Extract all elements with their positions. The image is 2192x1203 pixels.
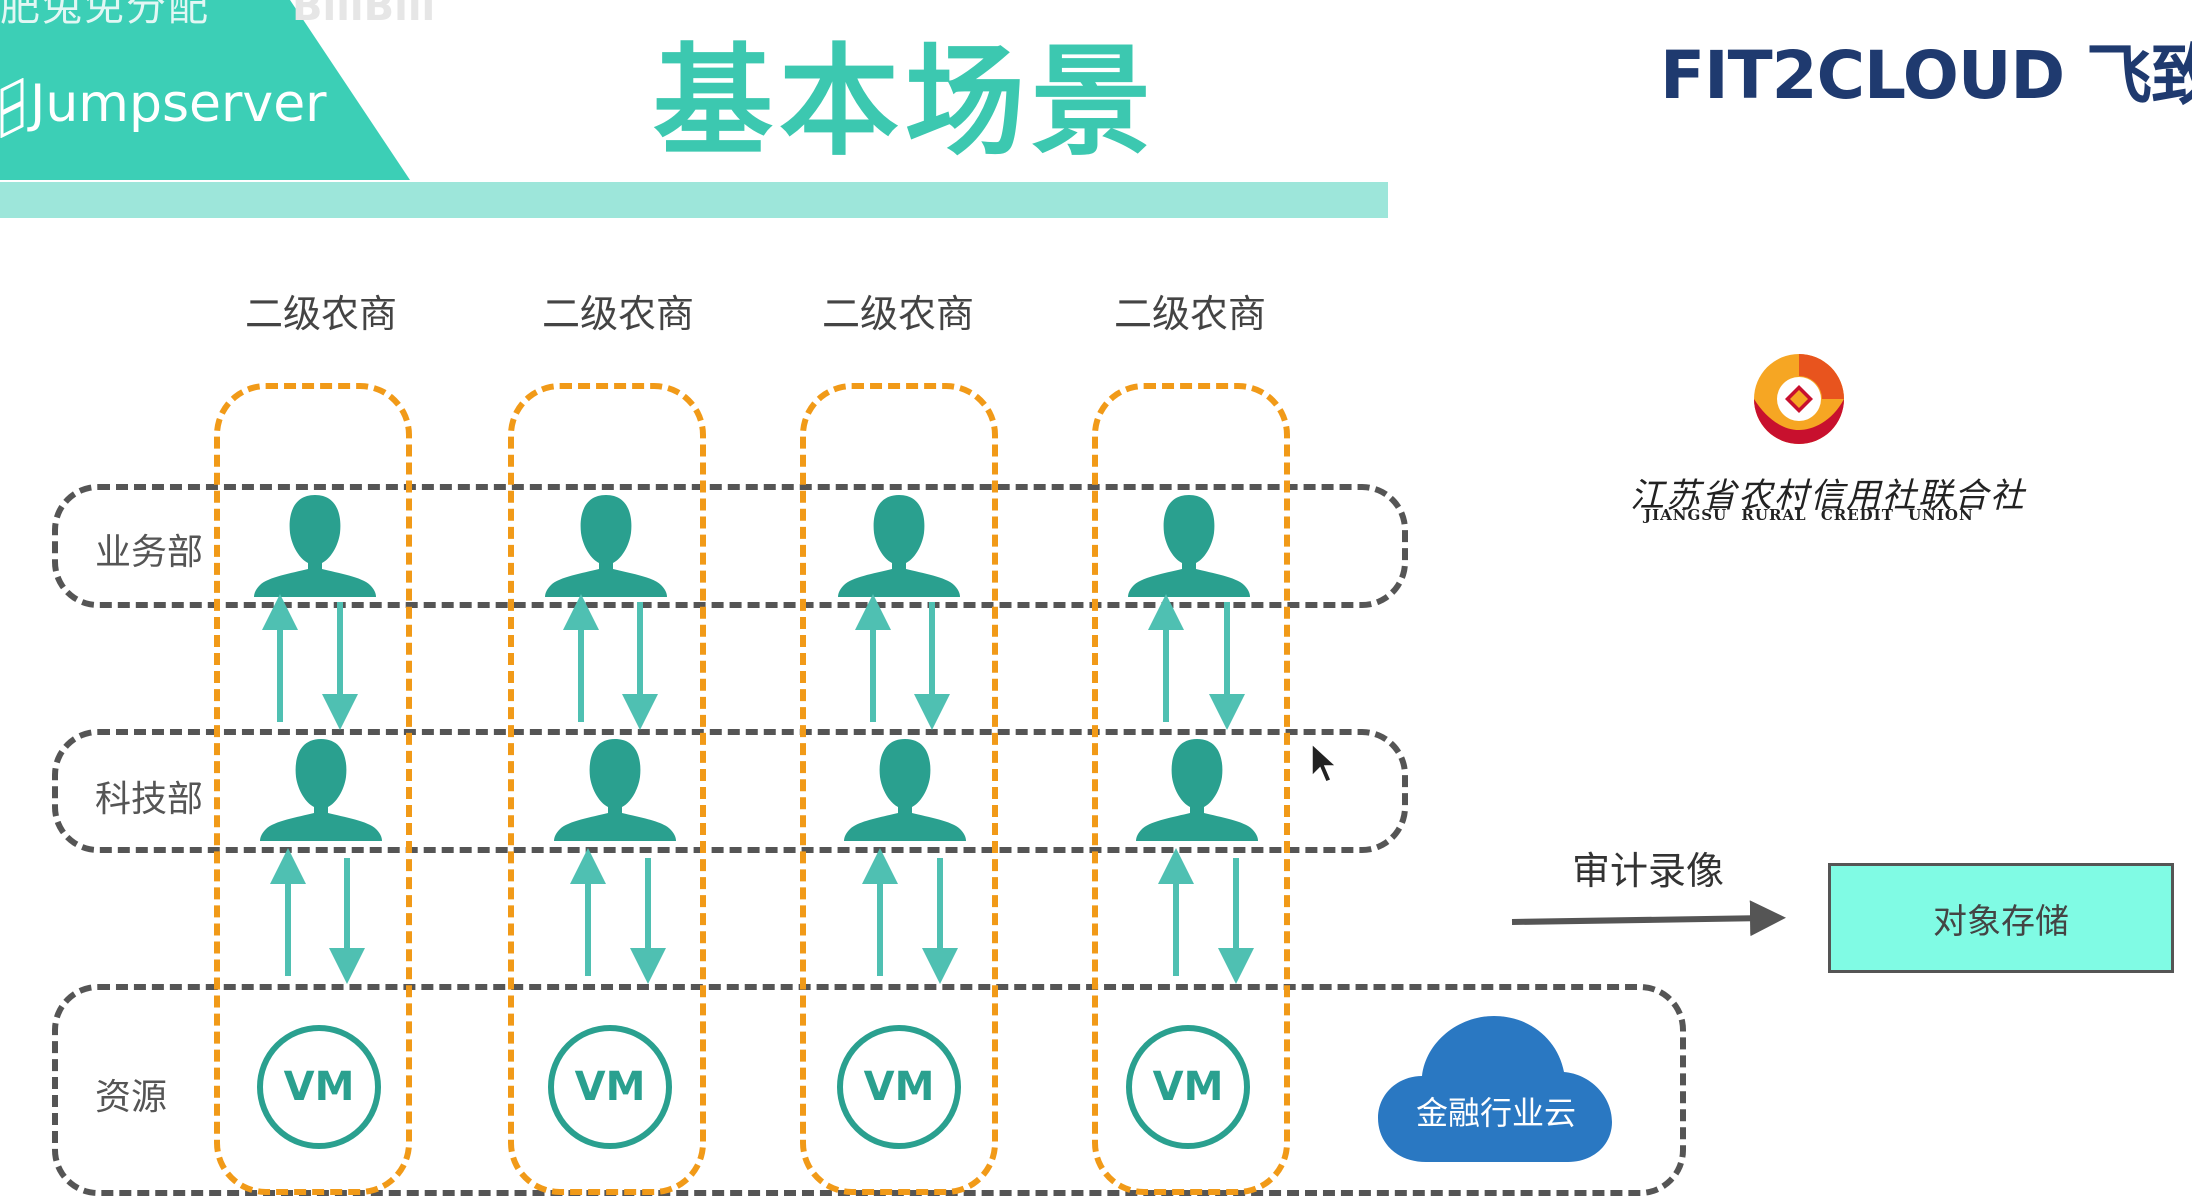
partner-name-en: JIANGSU RURAL CREDIT UNION — [1644, 506, 1974, 524]
vm-icon: VM — [837, 1025, 961, 1149]
column-frame — [214, 383, 412, 1195]
column-header: 二级农商 — [244, 292, 397, 336]
vm-icon: VM — [257, 1025, 381, 1149]
jiangsu-rural-credit-union-logo — [1754, 354, 1844, 444]
row-label-resources: 资源 — [95, 1077, 168, 1118]
vm-icon: VM — [548, 1025, 672, 1149]
jumpserver-logo-icon — [0, 78, 24, 138]
person-icon — [545, 495, 667, 597]
company-logo: FIT2CLOUD 飞致云 — [1660, 37, 2192, 114]
column-header: 二级农商 — [541, 292, 694, 336]
column-header: 二级农商 — [1113, 292, 1266, 336]
cloud-label: 金融行业云 — [1415, 1094, 1576, 1132]
watermark-text: 肥兔免分配 — [0, 0, 210, 30]
vm-icon: VM — [1126, 1025, 1250, 1149]
person-icon — [1136, 739, 1258, 841]
person-icon — [254, 495, 376, 597]
row-label-tech: 科技部 — [95, 779, 204, 820]
cloud-icon — [1378, 1016, 1612, 1162]
row-frame-business — [52, 484, 1408, 608]
person-icon — [844, 739, 966, 841]
column-frame — [508, 383, 706, 1195]
object-storage-box: 对象存储 — [1828, 863, 2174, 973]
person-icon — [838, 495, 960, 597]
column-frame — [800, 383, 998, 1195]
header-stripe — [0, 182, 1388, 218]
person-icon — [1128, 495, 1250, 597]
audit-label: 审计录像 — [1572, 849, 1725, 893]
row-label-business: 业务部 — [95, 532, 204, 573]
watermark-ghost: BiliBili — [292, 0, 436, 30]
person-icon — [260, 739, 382, 841]
row-frame-tech — [52, 729, 1408, 853]
brand-name: Jumpserver — [30, 74, 327, 134]
person-icon — [554, 739, 676, 841]
partner-name-cn: 江苏省农村信用社联合社 — [1630, 476, 2026, 516]
page-title: 基本场景 — [653, 33, 1157, 172]
audit-arrow — [1511, 900, 1786, 937]
column-header: 二级农商 — [821, 292, 974, 336]
column-frame — [1092, 383, 1290, 1195]
